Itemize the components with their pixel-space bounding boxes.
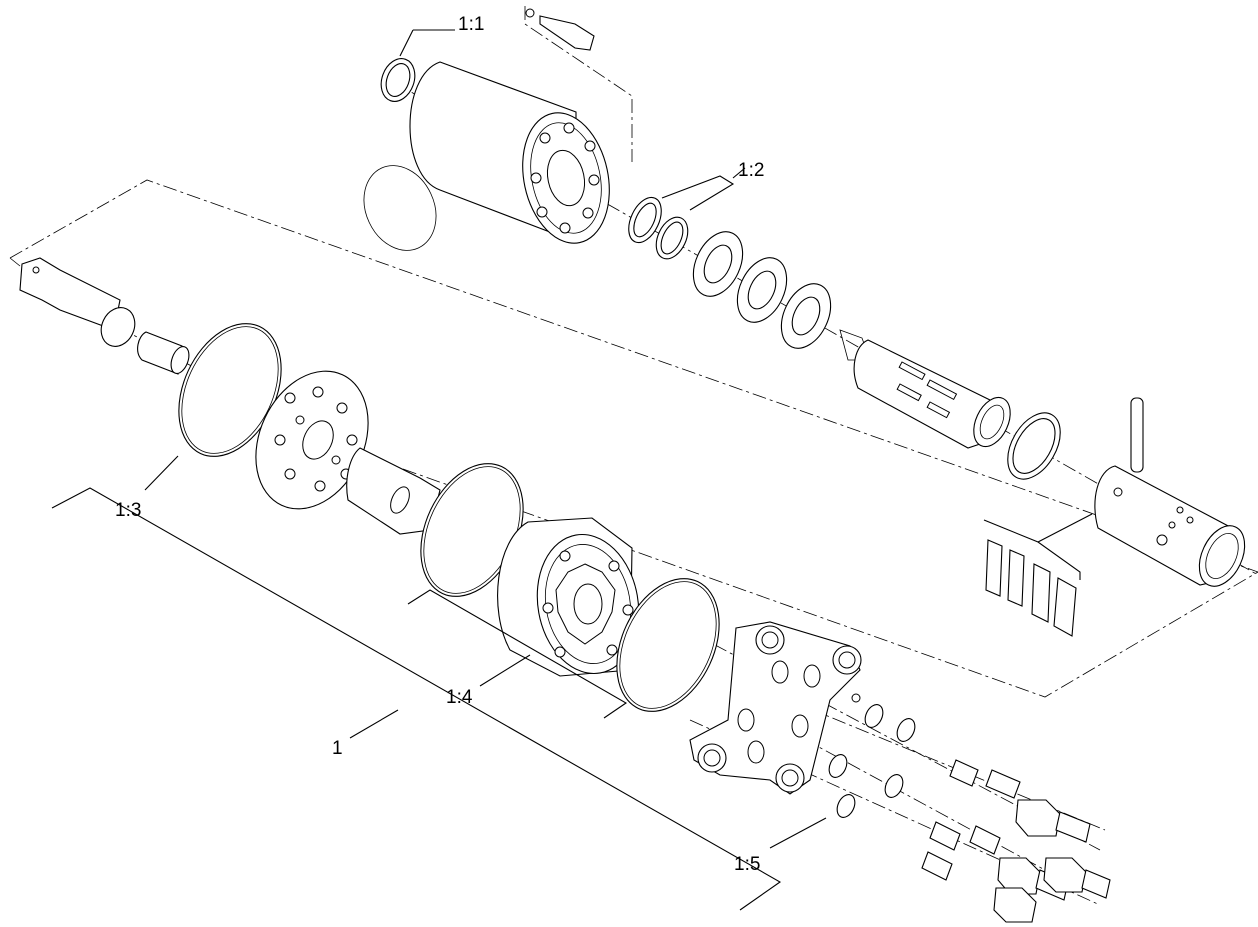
housing-seal-disc: [363, 165, 437, 251]
thrust-washers: [692, 231, 832, 349]
port-o-rings: [828, 704, 916, 818]
manifold-group: [178, 323, 369, 510]
fitting-a: [1015, 799, 1061, 837]
check-valve-pin: [539, 15, 595, 51]
output-shaft-body: [853, 339, 993, 449]
label-1-1: 1:1: [458, 14, 484, 35]
bearing-ring: [1007, 412, 1061, 480]
label-1-2: 1:2: [738, 160, 764, 181]
centering-springs: [985, 539, 1077, 637]
port-fittings: [921, 759, 1111, 923]
housing-group: [363, 8, 610, 251]
fitting-c: [1043, 857, 1087, 893]
item-labels: 1:1 1:2 1:3 1:4 1 1:5: [115, 14, 764, 875]
valve-spool-sleeve: [1094, 397, 1246, 587]
fitting-b: [997, 857, 1041, 895]
label-1: 1: [332, 738, 343, 759]
label-1-3: 1:3: [115, 500, 141, 521]
end-cover: [689, 621, 862, 795]
label-1-5: 1:5: [734, 854, 760, 875]
shaft-seal-group: [628, 196, 689, 260]
commutator: [346, 447, 441, 535]
drive-shaft: [19, 257, 190, 375]
label-1-4: 1:4: [446, 687, 473, 708]
output-shaft: [839, 329, 1011, 449]
leader-lines: [51, 29, 1093, 911]
assembly-dashed-lines: [9, 6, 1258, 906]
gerotor-o-ring-2: [616, 578, 720, 712]
spool-pin: [1130, 397, 1144, 473]
fitting-d: [993, 887, 1037, 923]
drive-gear: [100, 307, 136, 347]
gerotor-group: [420, 463, 720, 712]
